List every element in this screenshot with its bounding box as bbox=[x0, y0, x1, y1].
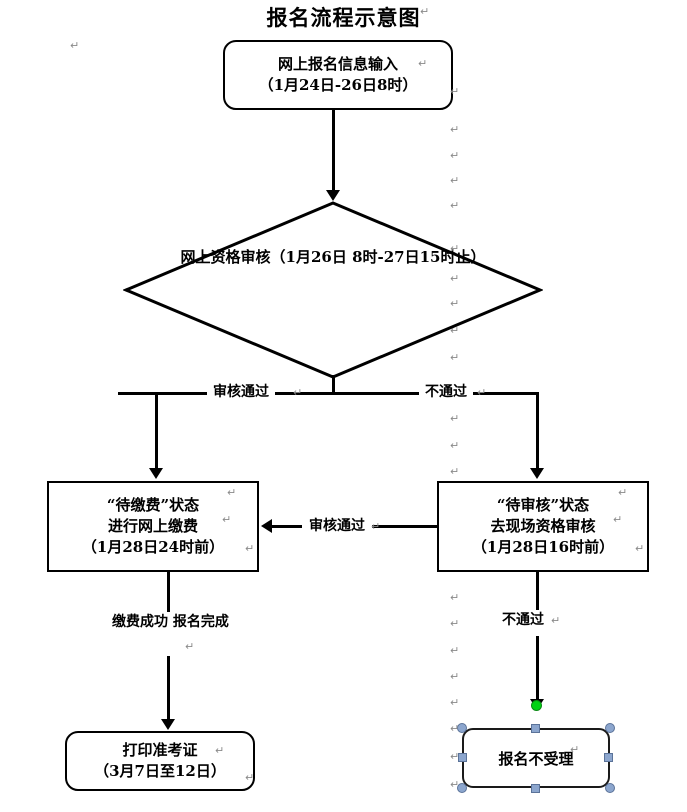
pilcrow-mark: ↵ bbox=[450, 617, 460, 630]
edge-label-onsite-fail: 不通过 bbox=[497, 611, 549, 630]
node-line: （1月28日16时前） bbox=[471, 537, 615, 556]
pilcrow-mark: ↵ bbox=[450, 439, 460, 452]
pilcrow-mark: ↵ bbox=[450, 465, 460, 478]
node-label-group: 网上资格审核（1月26日 8时-27日15时止） bbox=[123, 246, 543, 269]
pilcrow-mark: ↵ bbox=[450, 644, 460, 657]
node-registration-rejected[interactable]: 报名不受理 bbox=[462, 728, 610, 788]
node-line: 8时-27日15时止） bbox=[352, 248, 486, 266]
pilcrow-mark: ↵ bbox=[245, 542, 255, 555]
pilcrow-mark: ↵ bbox=[418, 57, 428, 70]
arrowhead-down bbox=[149, 468, 163, 479]
pilcrow-mark: ↵ bbox=[450, 591, 460, 604]
diamond-shape bbox=[123, 201, 543, 379]
connector-branch-right-drop bbox=[536, 392, 539, 470]
edge-label-review-pass: 审核通过 bbox=[207, 383, 275, 402]
arrowhead-down bbox=[161, 719, 175, 730]
pilcrow-mark: ↵ bbox=[450, 412, 460, 425]
pilcrow-mark: ↵ bbox=[450, 722, 460, 735]
pilcrow-mark: ↵ bbox=[450, 85, 460, 98]
pilcrow-mark: ↵ bbox=[215, 744, 225, 757]
resize-handle-bottom-right[interactable] bbox=[605, 783, 615, 793]
edge-label-line: 报名完成 bbox=[172, 614, 229, 630]
arrowhead-left bbox=[261, 519, 272, 533]
pilcrow-mark: ↵ bbox=[450, 324, 460, 337]
node-line: 网上资格审核（1月26日 bbox=[180, 248, 347, 266]
pilcrow-mark: ↵ bbox=[613, 513, 623, 526]
pilcrow-mark: ↵ bbox=[450, 149, 460, 162]
node-line: 打印准考证 bbox=[122, 741, 198, 760]
pilcrow-mark: ↵ bbox=[450, 778, 460, 791]
resize-handle-bottom-left[interactable] bbox=[457, 783, 467, 793]
edge-label-onsite-pass: 审核通过 bbox=[302, 517, 372, 536]
resize-handle-top-center[interactable] bbox=[531, 724, 540, 733]
resize-handle-bottom-center[interactable] bbox=[531, 784, 540, 793]
arrowhead-down bbox=[530, 468, 544, 479]
pilcrow-mark: ↵ bbox=[450, 696, 460, 709]
pilcrow-mark: ↵ bbox=[222, 513, 232, 526]
pilcrow-mark: ↵ bbox=[450, 272, 460, 285]
resize-handle-middle-left[interactable] bbox=[458, 753, 467, 762]
node-pending-payment[interactable]: “待缴费”状态 进行网上缴费 （1月28日24时前） bbox=[47, 481, 259, 572]
pilcrow-mark: ↵ bbox=[293, 386, 303, 399]
pilcrow-mark: ↵ bbox=[450, 297, 460, 310]
node-online-qualification-review[interactable]: 网上资格审核（1月26日 8时-27日15时止） bbox=[123, 200, 543, 380]
edge-label-review-fail: 不通过 bbox=[419, 383, 473, 402]
page-title: 报名流程示意图 bbox=[266, 5, 421, 30]
pilcrow-mark: ↵ bbox=[450, 750, 460, 763]
node-line: “待缴费”状态 bbox=[106, 496, 200, 515]
connector-pay-to-print-lower bbox=[167, 656, 170, 722]
node-line: “待审核”状态 bbox=[496, 496, 590, 515]
pilcrow-mark: ↵ bbox=[420, 5, 430, 18]
connector-branch-left-drop bbox=[155, 392, 158, 470]
connector-start-to-decision bbox=[332, 110, 335, 192]
pilcrow-mark: ↵ bbox=[551, 614, 561, 627]
node-line: （1月24日-26日8时） bbox=[258, 76, 418, 94]
pilcrow-mark: ↵ bbox=[570, 743, 580, 756]
resize-handle-top-left[interactable] bbox=[457, 723, 467, 733]
rotate-handle[interactable] bbox=[531, 700, 542, 711]
pilcrow-mark: ↵ bbox=[227, 486, 237, 499]
node-line: 网上报名信息输入 bbox=[277, 55, 398, 74]
connector-review-to-rejected-upper bbox=[536, 572, 539, 610]
pilcrow-mark: ↵ bbox=[185, 640, 195, 653]
pilcrow-mark: ↵ bbox=[450, 174, 460, 187]
connector-decision-stem bbox=[332, 375, 335, 394]
node-line: 进行网上缴费 bbox=[107, 517, 198, 536]
pilcrow-mark: ↵ bbox=[450, 123, 460, 136]
pilcrow-mark: ↵ bbox=[450, 670, 460, 683]
resize-handle-middle-right[interactable] bbox=[604, 753, 613, 762]
connector-branch-bar bbox=[118, 392, 538, 395]
node-line: （1月28日24时前） bbox=[81, 537, 225, 556]
pilcrow-mark: ↵ bbox=[70, 39, 80, 52]
connector-review-to-rejected-lower bbox=[536, 636, 539, 702]
node-line: 去现场资格审核 bbox=[490, 517, 596, 536]
pilcrow-mark: ↵ bbox=[450, 242, 460, 255]
resize-handle-top-right[interactable] bbox=[605, 723, 615, 733]
pilcrow-mark: ↵ bbox=[245, 771, 255, 784]
node-online-registration-input[interactable]: 网上报名信息输入 （1月24日-26日8时） bbox=[223, 40, 453, 110]
edge-label-line: 缴费成功 bbox=[112, 614, 168, 630]
pilcrow-mark: ↵ bbox=[635, 542, 645, 555]
arrowhead-down bbox=[326, 190, 340, 201]
node-print-admission-ticket[interactable]: 打印准考证 （3月7日至12日） bbox=[65, 731, 255, 791]
pilcrow-mark: ↵ bbox=[450, 351, 460, 364]
node-line: 报名不受理 bbox=[498, 749, 574, 768]
node-pending-review[interactable]: “待审核”状态 去现场资格审核 （1月28日16时前） bbox=[437, 481, 649, 572]
pilcrow-mark: ↵ bbox=[371, 520, 381, 533]
pilcrow-mark: ↵ bbox=[450, 199, 460, 212]
node-line: （3月7日至12日） bbox=[94, 762, 226, 780]
pilcrow-mark: ↵ bbox=[477, 386, 487, 399]
connector-pay-to-print-upper bbox=[167, 572, 170, 612]
edge-label-payment-success: 缴费成功 报名完成 bbox=[112, 613, 229, 632]
pilcrow-mark: ↵ bbox=[618, 486, 628, 499]
